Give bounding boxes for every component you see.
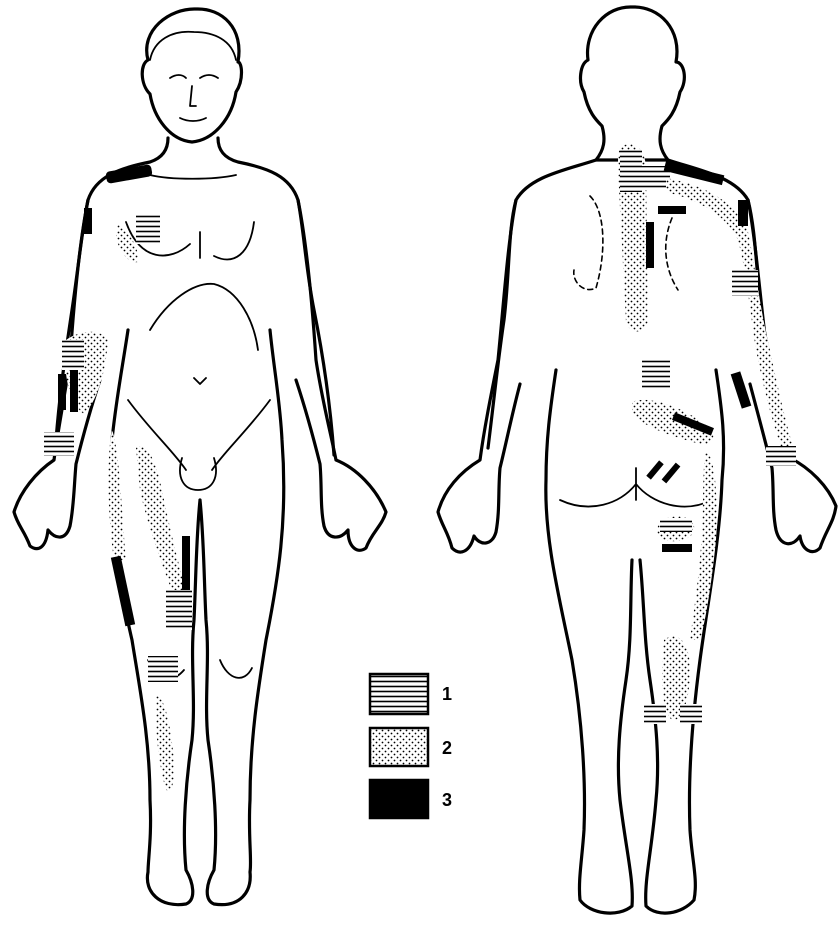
legend: 1 2 3 [370,674,452,818]
back-marking-solid [738,200,748,226]
back-buttocks [560,468,712,507]
back-marking-solid [646,222,654,268]
back-marking-stipple [632,400,713,444]
legend-label-2: 2 [442,738,452,758]
back-legs-outline [546,370,724,913]
legend-label-1: 1 [442,684,452,704]
back-right-arm [748,200,836,552]
legend-swatch-stipple [370,728,428,766]
front-body-figure [14,9,386,905]
front-marking-stipple [108,430,126,560]
front-hair [150,32,236,60]
front-marking-hatch [136,214,160,244]
front-marking-hatch [62,340,84,370]
back-scapula-right [666,218,678,290]
back-marking-solid [662,544,692,552]
back-marking-solid [662,463,681,484]
legend-swatch-hatch [370,674,428,714]
back-marking-hatch [732,270,758,296]
back-head-outline [581,7,685,160]
back-marking-solid [731,371,752,408]
back-marking-hatch [642,360,670,388]
front-marking-solid [84,208,92,234]
front-marking-solid [111,556,135,627]
back-marking-hatch [620,150,642,192]
front-marking-solid [70,370,78,412]
front-head-outline [142,9,241,142]
front-marking-solid [182,536,190,596]
front-marking-hatch [166,590,192,630]
legend-swatch-solid [370,780,428,818]
front-torso-outline [56,138,334,455]
front-ribcage [150,284,258,384]
front-marking-hatch [44,432,74,456]
front-face [170,75,218,121]
front-right-arm [296,200,386,550]
back-scapula-left [574,196,603,290]
back-marking-stipple [690,450,717,640]
back-marking-hatch [660,518,692,532]
front-marking-stipple [156,696,175,790]
back-marking-solid [646,460,663,479]
front-pain-markings [44,164,192,790]
front-marking-stipple [116,224,138,262]
legend-label-3: 3 [442,790,452,810]
back-marking-hatch [644,704,666,724]
back-body-figure [438,7,836,913]
back-marking-solid [658,206,686,214]
back-marking-hatch [680,704,702,724]
front-marking-stipple [136,446,186,596]
back-left-arm [438,200,520,552]
front-marking-solid [58,374,66,410]
back-marking-hatch [766,446,796,466]
front-marking-hatch [148,656,178,682]
